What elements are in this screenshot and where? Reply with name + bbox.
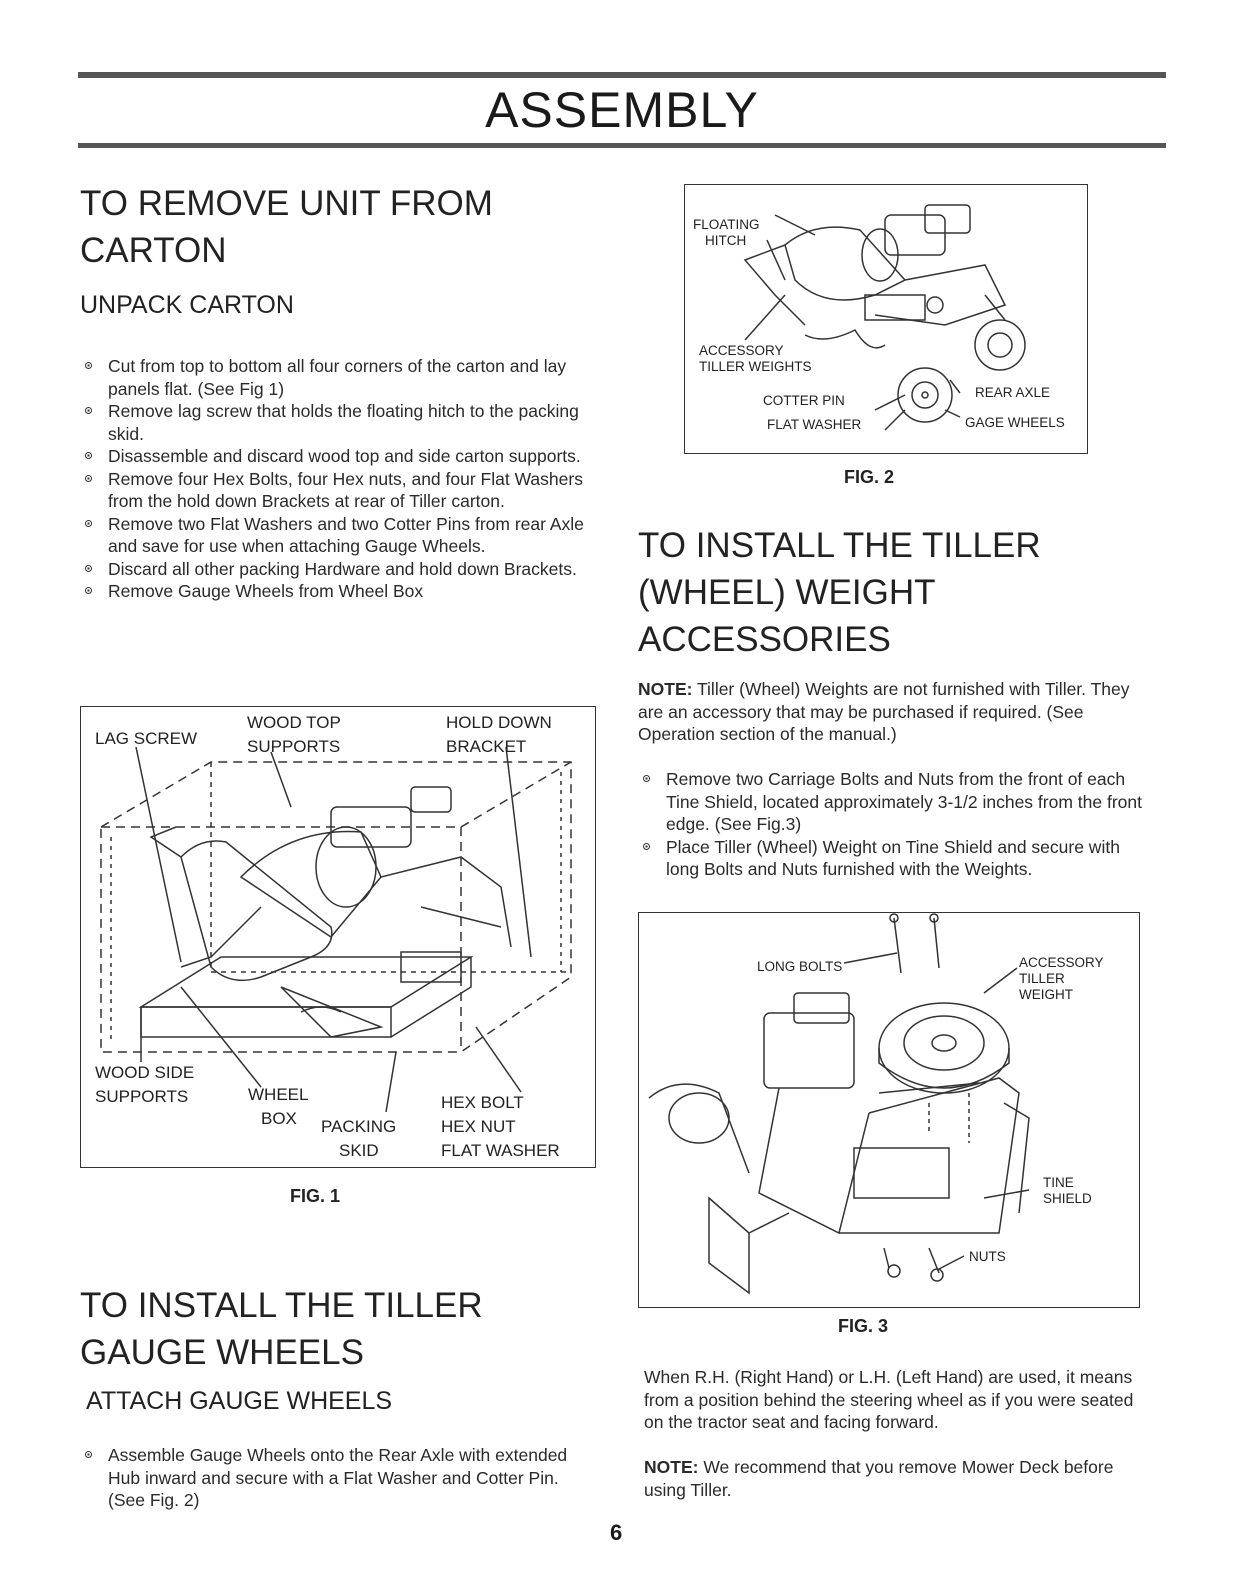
list-item: Disassemble and discard wood top and sid… (80, 445, 600, 468)
rh-lh-explanation: When R.H. (Right Hand) or L.H. (Left Han… (644, 1367, 1134, 1432)
fig3-illustration (648, 913, 1030, 1295)
title-line-1: TO REMOVE UNIT FROM (80, 184, 493, 223)
fig3-weight-diagram: LONG BOLTS ACCESSORY TILLER WEIGHT TINE … (638, 912, 1140, 1308)
fig1-label-box: BOX (261, 1109, 297, 1128)
note-text: We recommend that you remove Mower Deck … (644, 1457, 1114, 1500)
title-line-2: GAUGE WHEELS (80, 1333, 364, 1372)
title-line-1: TO INSTALL THE TILLER (638, 526, 1041, 565)
fig1-carton-diagram: WOOD TOP SUPPORTS HOLD DOWN BRACKET LAG … (80, 706, 596, 1168)
fig1-label-wood-side: WOOD SIDE (95, 1063, 195, 1082)
fig2-label-flat-washer: FLAT WASHER (767, 417, 862, 432)
fig1-label-lag-screw: LAG SCREW (95, 729, 198, 748)
fig1-illustration (100, 746, 572, 1113)
fig1-label-skid: SKID (339, 1141, 379, 1160)
fig2-label-floating: FLOATING (693, 217, 760, 232)
fig1-label-wood-side-supports: SUPPORTS (95, 1087, 189, 1106)
weight-steps-list: Remove two Carriage Bolts and Nuts from … (638, 768, 1148, 881)
list-item: Discard all other packing Hardware and h… (80, 558, 600, 581)
fig1-label-packing: PACKING (321, 1117, 397, 1136)
fig1-label-hex-nut: HEX NUT (441, 1117, 516, 1136)
fig3-label-accessory: ACCESSORY (1019, 955, 1104, 970)
list-item: Remove two Carriage Bolts and Nuts from … (638, 768, 1148, 836)
fig1-label-wheel: WHEEL (248, 1085, 309, 1104)
fig1-label-hex-bolt: HEX BOLT (441, 1093, 524, 1112)
title-line-1: TO INSTALL THE TILLER (80, 1286, 483, 1325)
page-title: ASSEMBLY (485, 82, 759, 138)
fig2-caption: FIG. 2 (844, 467, 895, 487)
note-remove-mower-deck: NOTE: We recommend that you remove Mower… (644, 1456, 1144, 1501)
fig3-label-tine: TINE (1043, 1175, 1074, 1190)
list-item: Remove Gauge Wheels from Wheel Box (80, 580, 600, 603)
unpack-steps-list: Cut from top to bottom all four corners … (80, 355, 600, 603)
fig1-label-bracket: BRACKET (446, 737, 527, 756)
note-label: NOTE: (638, 679, 693, 699)
list-item: Remove two Flat Washers and two Cotter P… (80, 513, 600, 558)
title-line-3: ACCESSORIES (638, 620, 891, 659)
fig2-illustration (743, 204, 1026, 431)
fig2-label-hitch: HITCH (705, 233, 747, 248)
fig3-caption: FIG. 3 (838, 1316, 889, 1336)
header-rule-top (78, 72, 1166, 78)
list-item: Remove lag screw that holds the floating… (80, 400, 600, 445)
fig3-label-shield: SHIELD (1043, 1191, 1092, 1206)
fig2-tiller-diagram: FLOATING HITCH ACCESSORY TILLER WEIGHTS … (684, 184, 1088, 454)
gauge-steps-list: Assemble Gauge Wheels onto the Rear Axle… (80, 1444, 590, 1512)
unpack-carton-subtitle: UNPACK CARTON (80, 291, 294, 319)
page-number: 6 (610, 1520, 623, 1545)
note-weights-not-furnished: NOTE: Tiller (Wheel) Weights are not fur… (638, 678, 1148, 746)
fig1-label-supports: SUPPORTS (247, 737, 341, 756)
section-gauge-wheels-title: TO INSTALL THE TILLER GAUGE WHEELS (80, 1282, 483, 1376)
note-text: Tiller (Wheel) Weights are not furnished… (638, 679, 1130, 744)
fig1-label-flat-washer: FLAT WASHER (441, 1141, 560, 1160)
list-item: Remove four Hex Bolts, four Hex nuts, an… (80, 468, 600, 513)
fig2-label-gage-wheels: GAGE WHEELS (965, 415, 1065, 430)
note-label: NOTE: (644, 1457, 699, 1477)
list-item: Place Tiller (Wheel) Weight on Tine Shie… (638, 836, 1148, 881)
fig2-label-cotter-pin: COTTER PIN (763, 393, 845, 408)
fig2-label-tiller-weights: TILLER WEIGHTS (699, 359, 812, 374)
fig1-caption: FIG. 1 (290, 1186, 341, 1206)
section-remove-unit-title: TO REMOVE UNIT FROM CARTON (80, 180, 493, 274)
fig3-label-long-bolts: LONG BOLTS (757, 959, 843, 974)
header-rule-bottom (78, 143, 1166, 148)
fig1-label-wood-top: WOOD TOP (247, 713, 341, 732)
list-item: Assemble Gauge Wheels onto the Rear Axle… (80, 1444, 590, 1512)
title-line-2: (WHEEL) WEIGHT (638, 573, 936, 612)
list-item: Cut from top to bottom all four corners … (80, 355, 600, 400)
fig1-label-hold-down: HOLD DOWN (446, 713, 552, 732)
section-wheel-weight-title: TO INSTALL THE TILLER (WHEEL) WEIGHT ACC… (638, 522, 1041, 663)
fig2-label-accessory: ACCESSORY (699, 343, 784, 358)
fig3-label-nuts: NUTS (969, 1249, 1006, 1264)
fig3-label-tiller: TILLER (1019, 971, 1065, 986)
fig3-label-weight: WEIGHT (1019, 987, 1073, 1002)
fig2-label-rear-axle: REAR AXLE (975, 385, 1051, 400)
title-line-2: CARTON (80, 231, 227, 270)
attach-gauge-wheels-subtitle: ATTACH GAUGE WHEELS (86, 1387, 393, 1415)
